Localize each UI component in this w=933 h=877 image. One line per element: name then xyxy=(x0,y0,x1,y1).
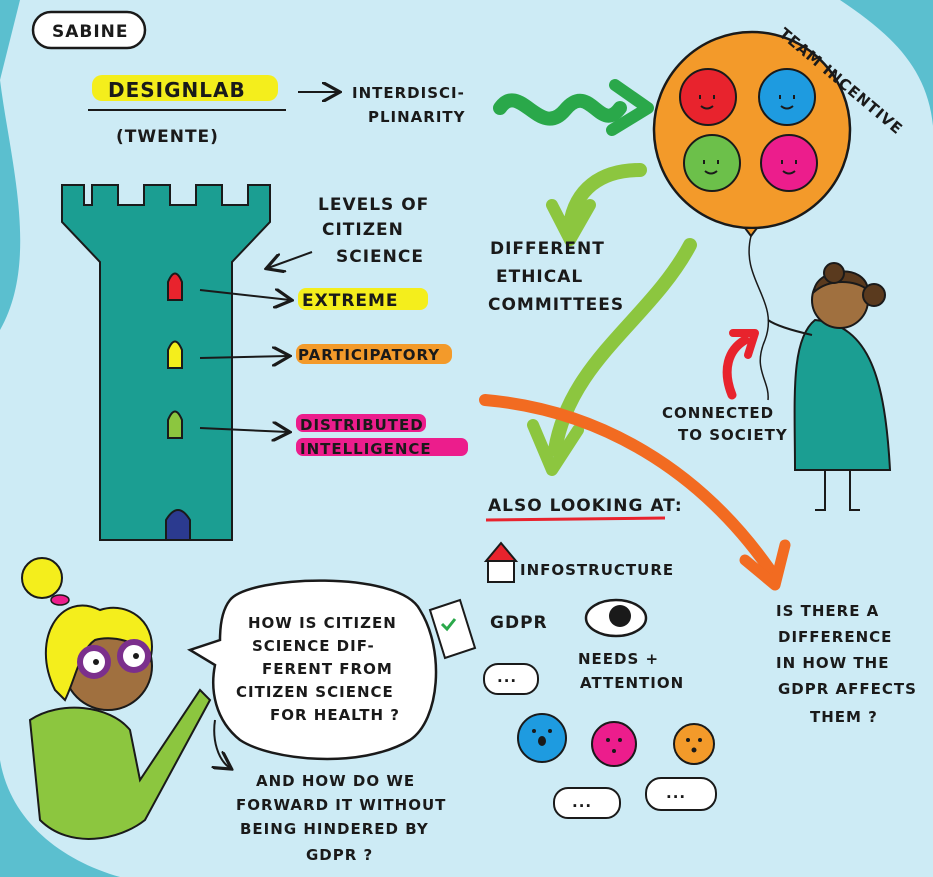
ethics-line-1: DIFFERENT xyxy=(490,239,605,259)
orange-arrow-head xyxy=(739,539,791,591)
green-arrow-down xyxy=(563,163,647,232)
face-blue xyxy=(758,68,816,126)
also-heading: ALSO LOOKING AT: xyxy=(488,496,683,516)
also-heading-underline xyxy=(485,516,666,522)
level-participatory: PARTICIPATORY xyxy=(298,346,440,364)
speech-bubble-main xyxy=(187,579,438,761)
checklist-check-icon xyxy=(440,618,457,632)
bottom-question-4: GDPR ? xyxy=(306,846,373,864)
level-arrow-extreme xyxy=(199,290,290,300)
balloon-string xyxy=(748,235,770,401)
designlab-title: DESIGNLAB xyxy=(108,78,246,102)
tower-window-red xyxy=(167,272,183,301)
checklist-icon xyxy=(428,598,477,660)
levels-heading-1: LEVELS OF xyxy=(318,195,429,215)
eye-pupil-icon xyxy=(609,605,631,627)
name-tag: SABINE xyxy=(52,22,129,42)
house-roof-icon xyxy=(483,541,519,562)
question-right-3: IN HOW THE xyxy=(776,654,889,672)
small-face-orange xyxy=(673,723,715,765)
person-left-hairtie xyxy=(50,594,70,606)
green-arrow-long-head xyxy=(527,419,584,476)
extreme-highlight xyxy=(298,288,428,310)
small-face-pink xyxy=(591,721,637,767)
speech-bubble-small-3 xyxy=(645,777,717,811)
needs-line-2: ATTENTION xyxy=(580,674,684,692)
interdisciplinarity-line-1: INTERDISCI- xyxy=(352,84,465,102)
speech-line-1: HOW IS CITIZEN xyxy=(248,614,397,632)
bottom-question-arrow xyxy=(214,719,230,768)
question-right-1: IS THERE A xyxy=(776,602,879,620)
speech-line-3: FERENT FROM xyxy=(262,660,393,678)
distributed-highlight-1 xyxy=(296,414,426,432)
question-right-4: GDPR AFFECTS xyxy=(778,680,917,698)
level-arrow-participatory xyxy=(199,356,288,358)
balloon-knot xyxy=(743,227,759,238)
person-right-bun-1 xyxy=(823,262,845,284)
bottom-question-2: FORWARD IT WITHOUT xyxy=(236,796,446,814)
level-arrow-distributed xyxy=(199,428,288,432)
level-distributed-line-2: INTELLIGENCE xyxy=(300,440,432,458)
speech-line-2: SCIENCE DIF- xyxy=(252,637,375,655)
ethics-line-2: ETHICAL xyxy=(496,267,583,287)
speech-bubble-small-2-dots: ... xyxy=(572,793,592,811)
question-right-5: THEM ? xyxy=(810,708,878,726)
interdisciplinarity-line-2: PLINARITY xyxy=(368,108,466,126)
needs-line-1: NEEDS + xyxy=(578,650,659,668)
participatory-highlight xyxy=(296,344,452,364)
bottom-question-1: AND HOW DO WE xyxy=(256,772,415,790)
also-item-gdpr: GDPR xyxy=(490,613,548,633)
green-squiggle-arrowhead xyxy=(606,79,654,136)
speech-line-5: FOR HEALTH ? xyxy=(270,706,400,724)
person-right-legs xyxy=(815,470,860,511)
tower-window-green xyxy=(167,410,183,439)
citizen-science-tower xyxy=(61,184,271,541)
speech-bubble-small-2 xyxy=(553,787,621,819)
green-squiggle-arrow xyxy=(493,93,627,126)
connected-line-2: TO SOCIETY xyxy=(678,426,788,444)
bottom-question-3: BEING HINDERED BY xyxy=(240,820,429,838)
connected-line-1: CONNECTED xyxy=(662,404,774,422)
also-item-infostructure: INFOSTRUCTURE xyxy=(520,561,674,579)
person-right-body xyxy=(793,318,892,471)
person-left-bun xyxy=(21,557,63,599)
face-features xyxy=(699,95,797,175)
speech-bubble-small-1 xyxy=(483,663,539,695)
designlab-subtitle: (TWENTE) xyxy=(116,127,219,147)
face-red xyxy=(679,68,737,126)
speech-line-4: CITIZEN SCIENCE xyxy=(236,683,394,701)
speech-bubble-small-1-dots: ... xyxy=(497,668,517,686)
speech-bubble-small-3-dots: ... xyxy=(666,784,686,802)
name-tag-frame xyxy=(31,10,147,50)
eye-right-icon xyxy=(133,653,139,659)
levels-heading-3: SCIENCE xyxy=(336,247,424,267)
distributed-highlight-2 xyxy=(296,438,468,456)
levels-heading-2: CITIZEN xyxy=(322,220,404,240)
small-face-features xyxy=(532,729,702,753)
person-left-body xyxy=(28,688,212,840)
person-right-bun-2 xyxy=(862,283,886,307)
red-arrow-head xyxy=(729,329,759,359)
level-extreme: EXTREME xyxy=(302,291,399,311)
eye-left-icon xyxy=(93,659,99,665)
designlab-highlight xyxy=(92,75,278,101)
red-arrow xyxy=(722,335,750,400)
face-green xyxy=(683,134,741,192)
tower-door xyxy=(165,509,191,541)
face-pink xyxy=(760,134,818,192)
orange-arrow xyxy=(479,394,776,576)
levels-heading-arrow xyxy=(268,251,313,268)
green-arrow-down-head xyxy=(546,199,596,246)
level-distributed-line-1: DISTRIBUTED xyxy=(300,416,424,434)
ethics-line-3: COMMITTEES xyxy=(488,295,624,315)
person-right-arm xyxy=(767,319,813,336)
tower-window-yellow xyxy=(167,340,183,369)
question-right-2: DIFFERENCE xyxy=(778,628,892,646)
